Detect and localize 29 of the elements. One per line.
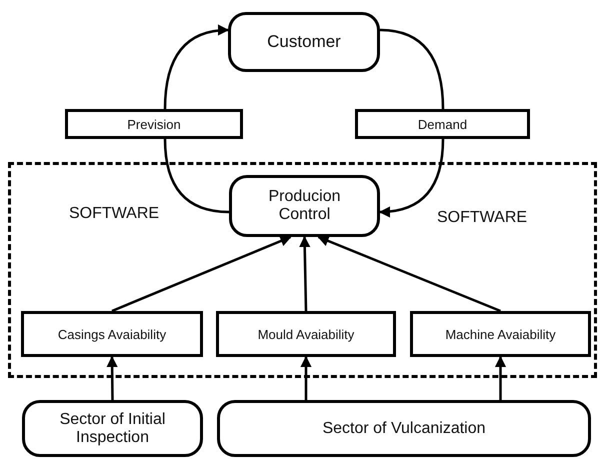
node-text: Producion Control (267, 188, 342, 224)
arrow (317, 236, 501, 312)
node-text: Prevision (127, 116, 181, 132)
node-text: Sector of Vulcanization (322, 420, 486, 438)
process-box (217, 400, 591, 457)
area-label: SOFTWARE (69, 205, 160, 223)
node-text: Demand (418, 116, 468, 132)
label-box (355, 109, 530, 139)
arrow (494, 356, 506, 400)
label-box (65, 109, 243, 139)
node-text: Sector of Initial Inspection (58, 410, 166, 446)
process-box (228, 12, 380, 72)
process-box (216, 311, 396, 357)
process-box (21, 311, 203, 357)
arrow (112, 236, 292, 312)
arrow (378, 138, 444, 218)
node-text: Mould Avaiability (258, 326, 354, 342)
node-text: Customer (267, 32, 341, 52)
software-boundary (8, 162, 597, 378)
arrow (164, 24, 230, 110)
arrow (299, 236, 310, 312)
area-label: SOFTWARE (437, 209, 528, 227)
process-box (22, 400, 203, 457)
node-text: Casings Avaiability (58, 326, 166, 342)
node-text: Machine Avaiability (445, 326, 556, 342)
process-box (410, 311, 591, 357)
arrow (300, 356, 312, 400)
process-box (229, 175, 380, 237)
arrow (106, 356, 118, 400)
